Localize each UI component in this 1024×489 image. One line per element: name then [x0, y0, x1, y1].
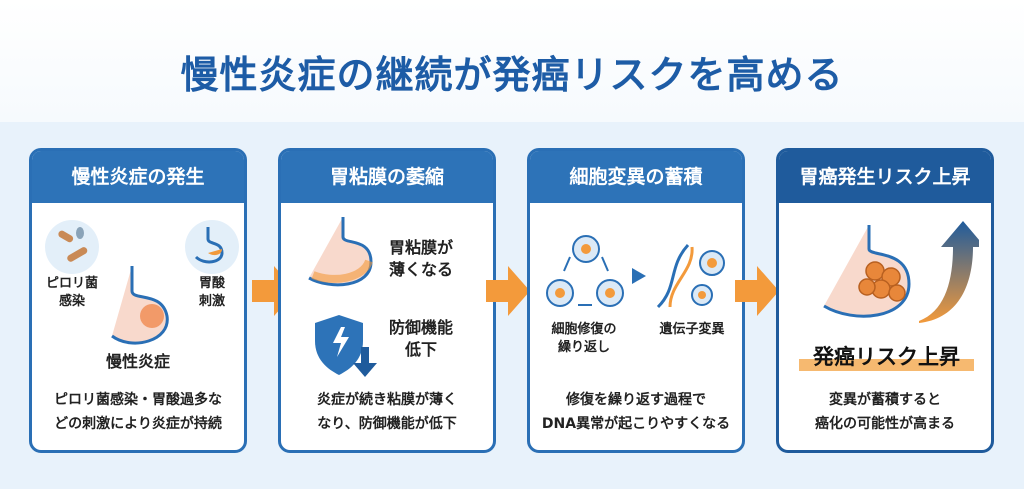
title-area	[0, 0, 1024, 122]
bacteria-icon	[45, 220, 99, 274]
step-card-mucosal-atrophy: 胃粘膜の萎縮 胃粘膜が 薄くなる 防御機能 低下 炎症が続き粘膜が薄くなり、防御…	[278, 148, 496, 453]
desc-line: 炎症が続き粘膜が薄く	[317, 392, 457, 408]
desc-line: DNA異常が起こりやすくなる	[541, 416, 731, 432]
desc-line: なり、防御機能が低下	[317, 416, 457, 432]
rising-arrow-icon	[919, 221, 979, 323]
step-card-chronic-inflammation: 慢性炎症の発生 ピロリ菌 感染 胃酸 刺激 慢性炎症 ピロリ菌感染・胃酸過多など…	[29, 148, 247, 453]
flow-arrow-icon	[486, 266, 530, 316]
desc-line: 修復を繰り返す過程で	[566, 392, 706, 408]
card-description: 炎症が続き粘膜が薄くなり、防御機能が低下	[281, 388, 493, 436]
card-description: 変異が蓄積すると癌化の可能性が高まる	[779, 388, 991, 436]
dna-mutation-icon	[656, 243, 725, 309]
step-card-cancer-risk: 胃癌発生リスク上昇 発癌リスク上昇 変異が蓄積すると癌化の可能性が高まる	[776, 148, 994, 453]
desc-line: 癌化の可能性が高まる	[815, 416, 955, 432]
card-header: 胃癌発生リスク上昇	[779, 151, 991, 203]
card-header: 胃粘膜の萎縮	[281, 151, 493, 203]
label-gene-mutation: 遺伝子変異	[659, 322, 725, 337]
tumor-stomach-icon	[823, 225, 911, 318]
label-cell-repair: 細胞修復の 繰り返し	[551, 322, 617, 355]
card-description: 修復を繰り返す過程で DNA異常が起こりやすくなる	[530, 388, 742, 436]
inflamed-stomach-icon	[111, 266, 169, 345]
play-triangle-icon	[632, 268, 646, 284]
label-acid: 胃酸 刺激	[198, 276, 225, 309]
desc-line: 変異が蓄積すると	[829, 392, 941, 408]
stomach-acid-icon	[185, 220, 239, 274]
shield-down-icon	[315, 315, 377, 377]
card-description: ピロリ菌感染・胃酸過多などの刺激により炎症が持続	[32, 388, 244, 436]
label-pylori: ピロリ菌 感染	[45, 276, 98, 309]
thin-mucosa-stomach-icon	[308, 217, 373, 287]
card-header: 細胞変異の蓄積	[530, 151, 742, 203]
page-title: 慢性炎症の継続が発癌リスクを高める	[180, 53, 844, 97]
label-chronic-inflammation: 慢性炎症	[105, 352, 170, 371]
cell-repair-cycle-icon	[546, 235, 624, 307]
card-header: 慢性炎症の発生	[32, 151, 244, 203]
label-thin-mucosa: 胃粘膜が 薄くなる	[389, 238, 454, 279]
desc-line: ピロリ菌感染・胃酸過多な	[54, 392, 222, 408]
desc-line: どの刺激により炎症が持続	[54, 416, 222, 432]
flow-arrow-icon	[735, 266, 779, 316]
label-defense-decline: 防御機能 低下	[389, 318, 454, 359]
step-card-cell-mutation: 細胞変異の蓄積 細胞修復の 繰り返し 遺伝子変異 修復を繰り返す過程で DNA異常…	[527, 148, 745, 453]
label-cancer-risk: 発癌リスク上昇	[799, 341, 974, 371]
